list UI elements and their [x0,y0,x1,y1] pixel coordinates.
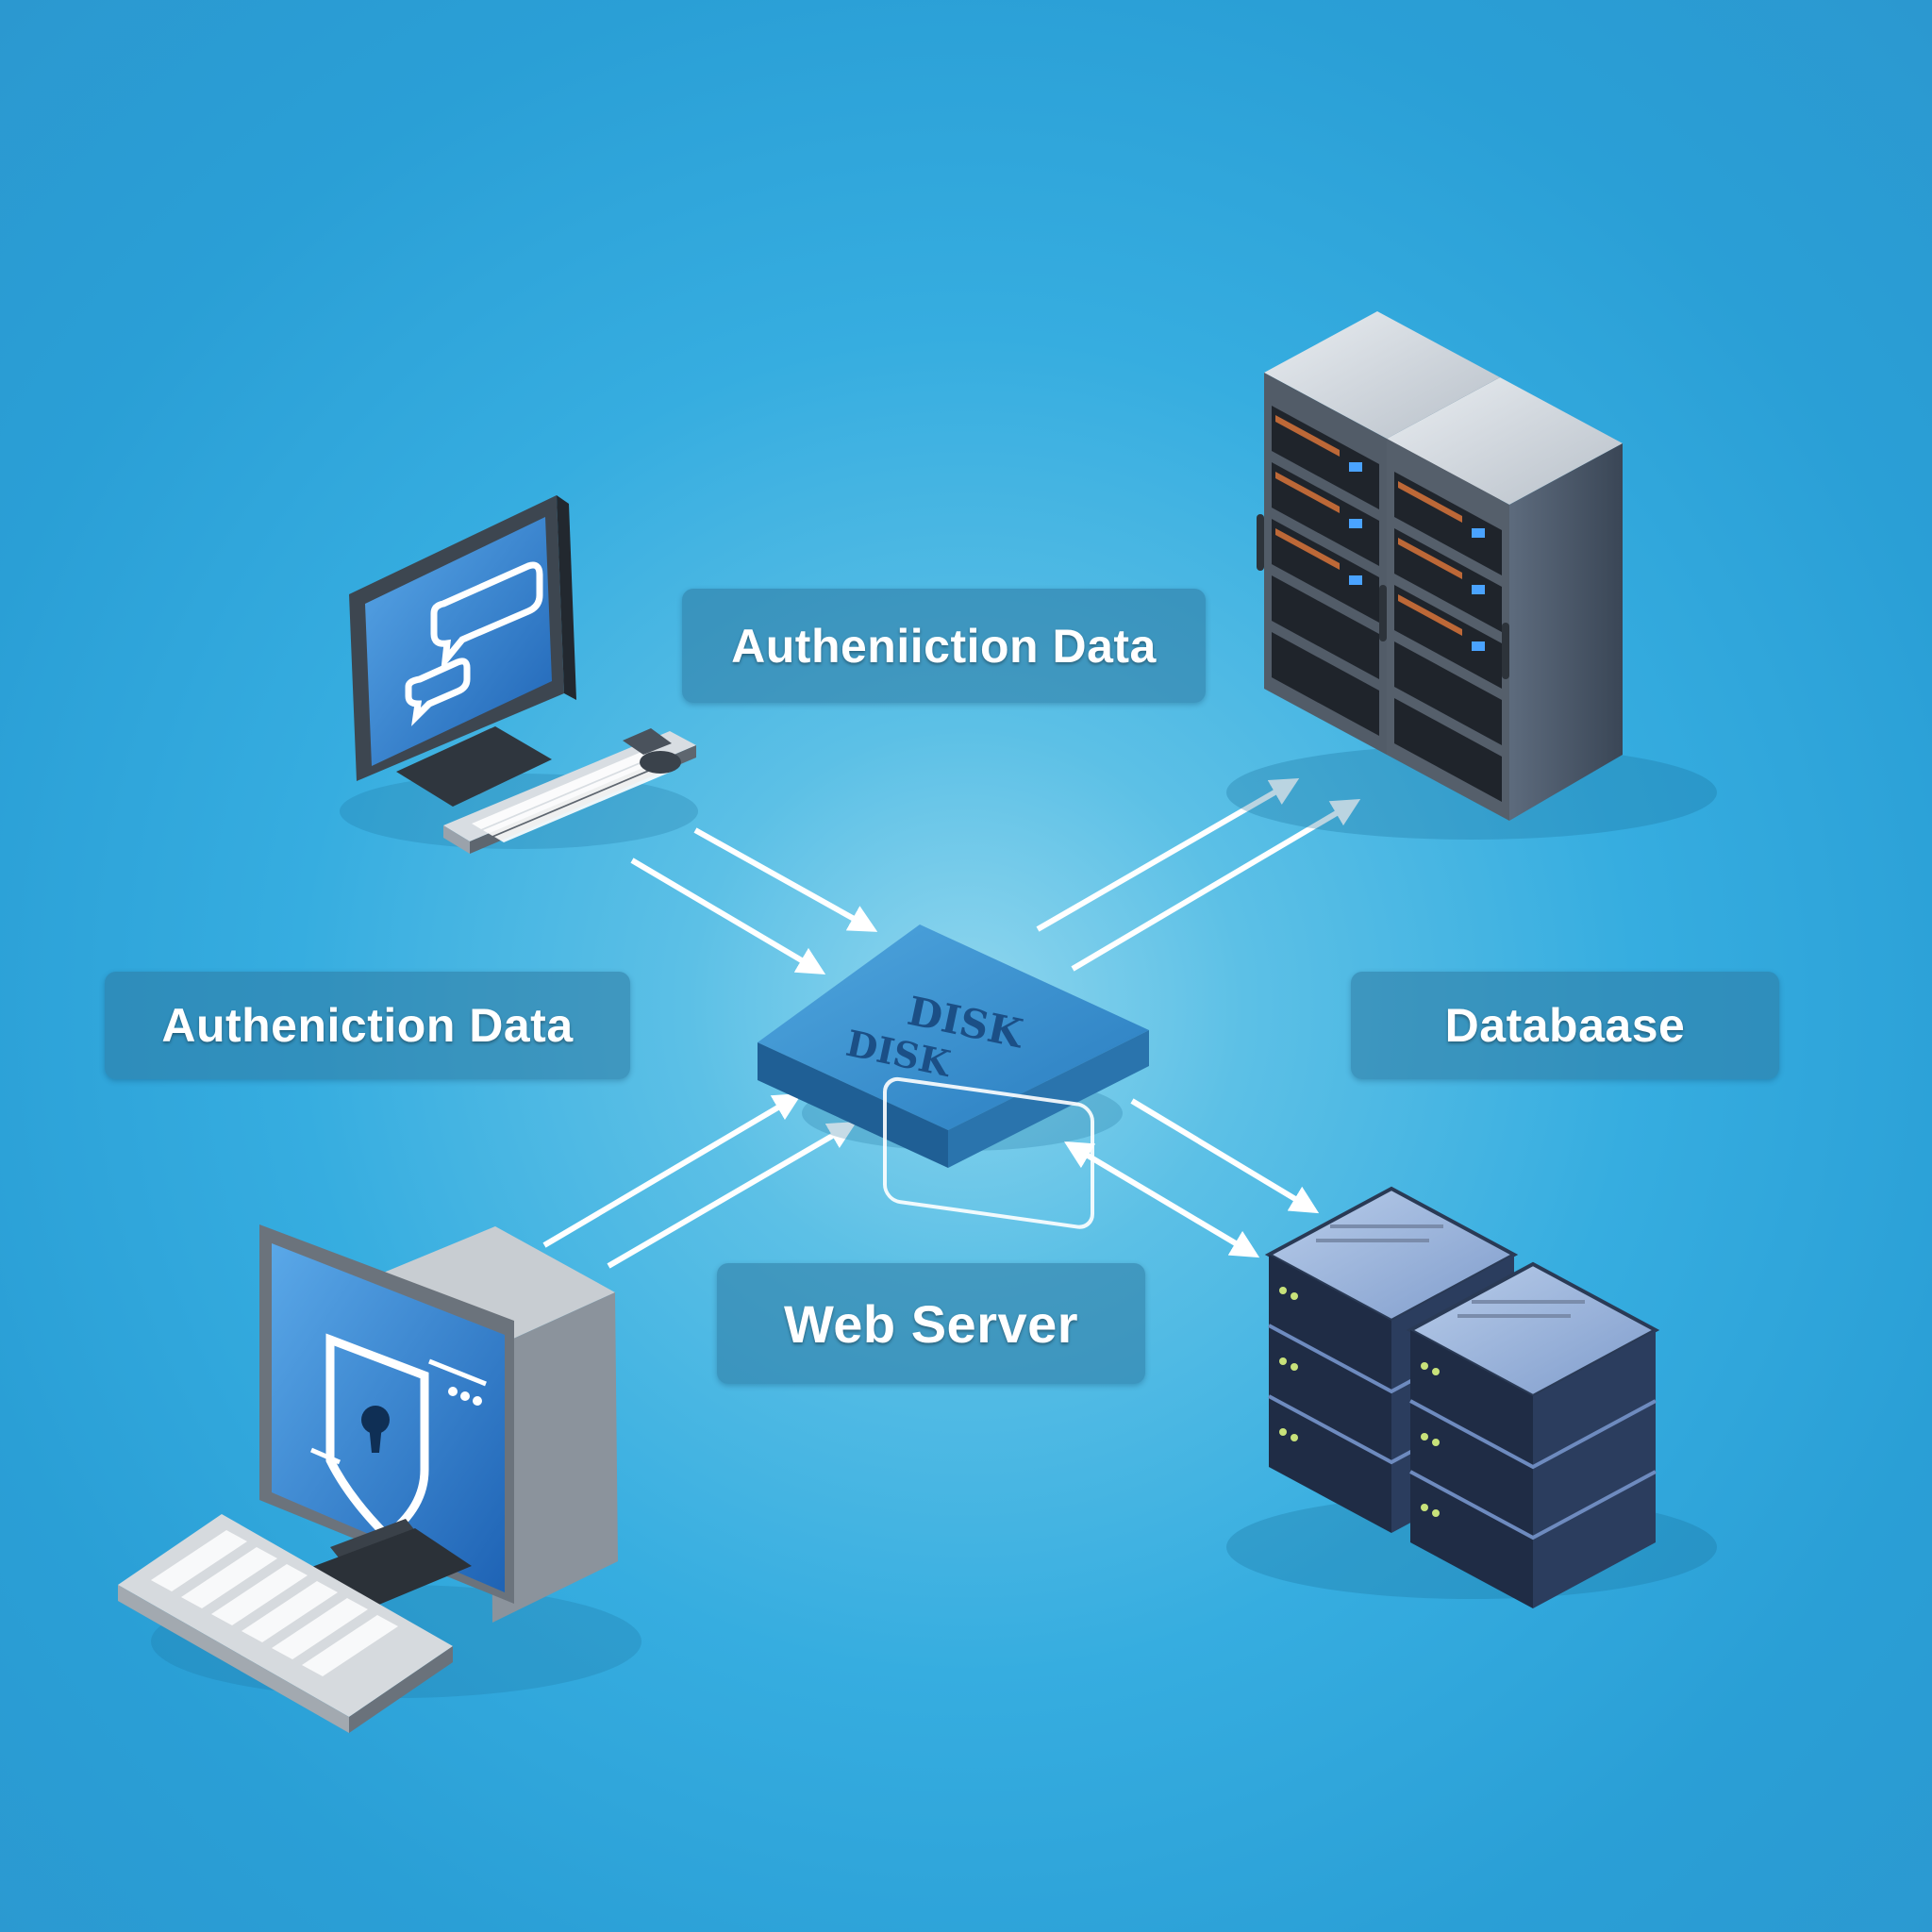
label-web-server-text: Web Server [783,1293,1079,1354]
database-server-right [1406,1261,1660,1608]
arrow-hub-database-bidirectional [1063,1141,1260,1258]
arrow-hub-to-rack-a [1036,778,1300,932]
arrow-hub-to-rack-b [1071,798,1361,972]
label-authentication-data-left-text: Autheniction Data [161,999,574,1052]
arrow-client1-to-hub-b [630,858,826,975]
arrows [542,778,1361,1269]
client-computer-secure [118,1224,641,1733]
database-stack-icon [1226,1186,1717,1608]
label-authentication-data-left: Autheniction Data [105,972,630,1079]
central-hub-chip: DISK DISK [758,924,1149,1229]
arrow-client1-to-hub-a [693,827,878,932]
label-authentication-data-top-text: Autheniiction Data [731,619,1157,673]
rack-units [1272,406,1502,802]
arrow-hub-to-database [1130,1098,1320,1214]
label-database: Databaase [1351,972,1779,1079]
label-web-server: Web Server [717,1263,1145,1384]
server-rack-towers [1226,311,1717,840]
arrow-client2-to-hub-b [607,1121,858,1269]
label-authentication-data-top: Autheniiction Data [682,589,1206,703]
label-database-text: Databaase [1444,999,1686,1052]
client-computer-messages [340,495,698,854]
chat-bubbles-icon [405,561,543,726]
arrow-client2-to-hub-a [542,1092,803,1248]
